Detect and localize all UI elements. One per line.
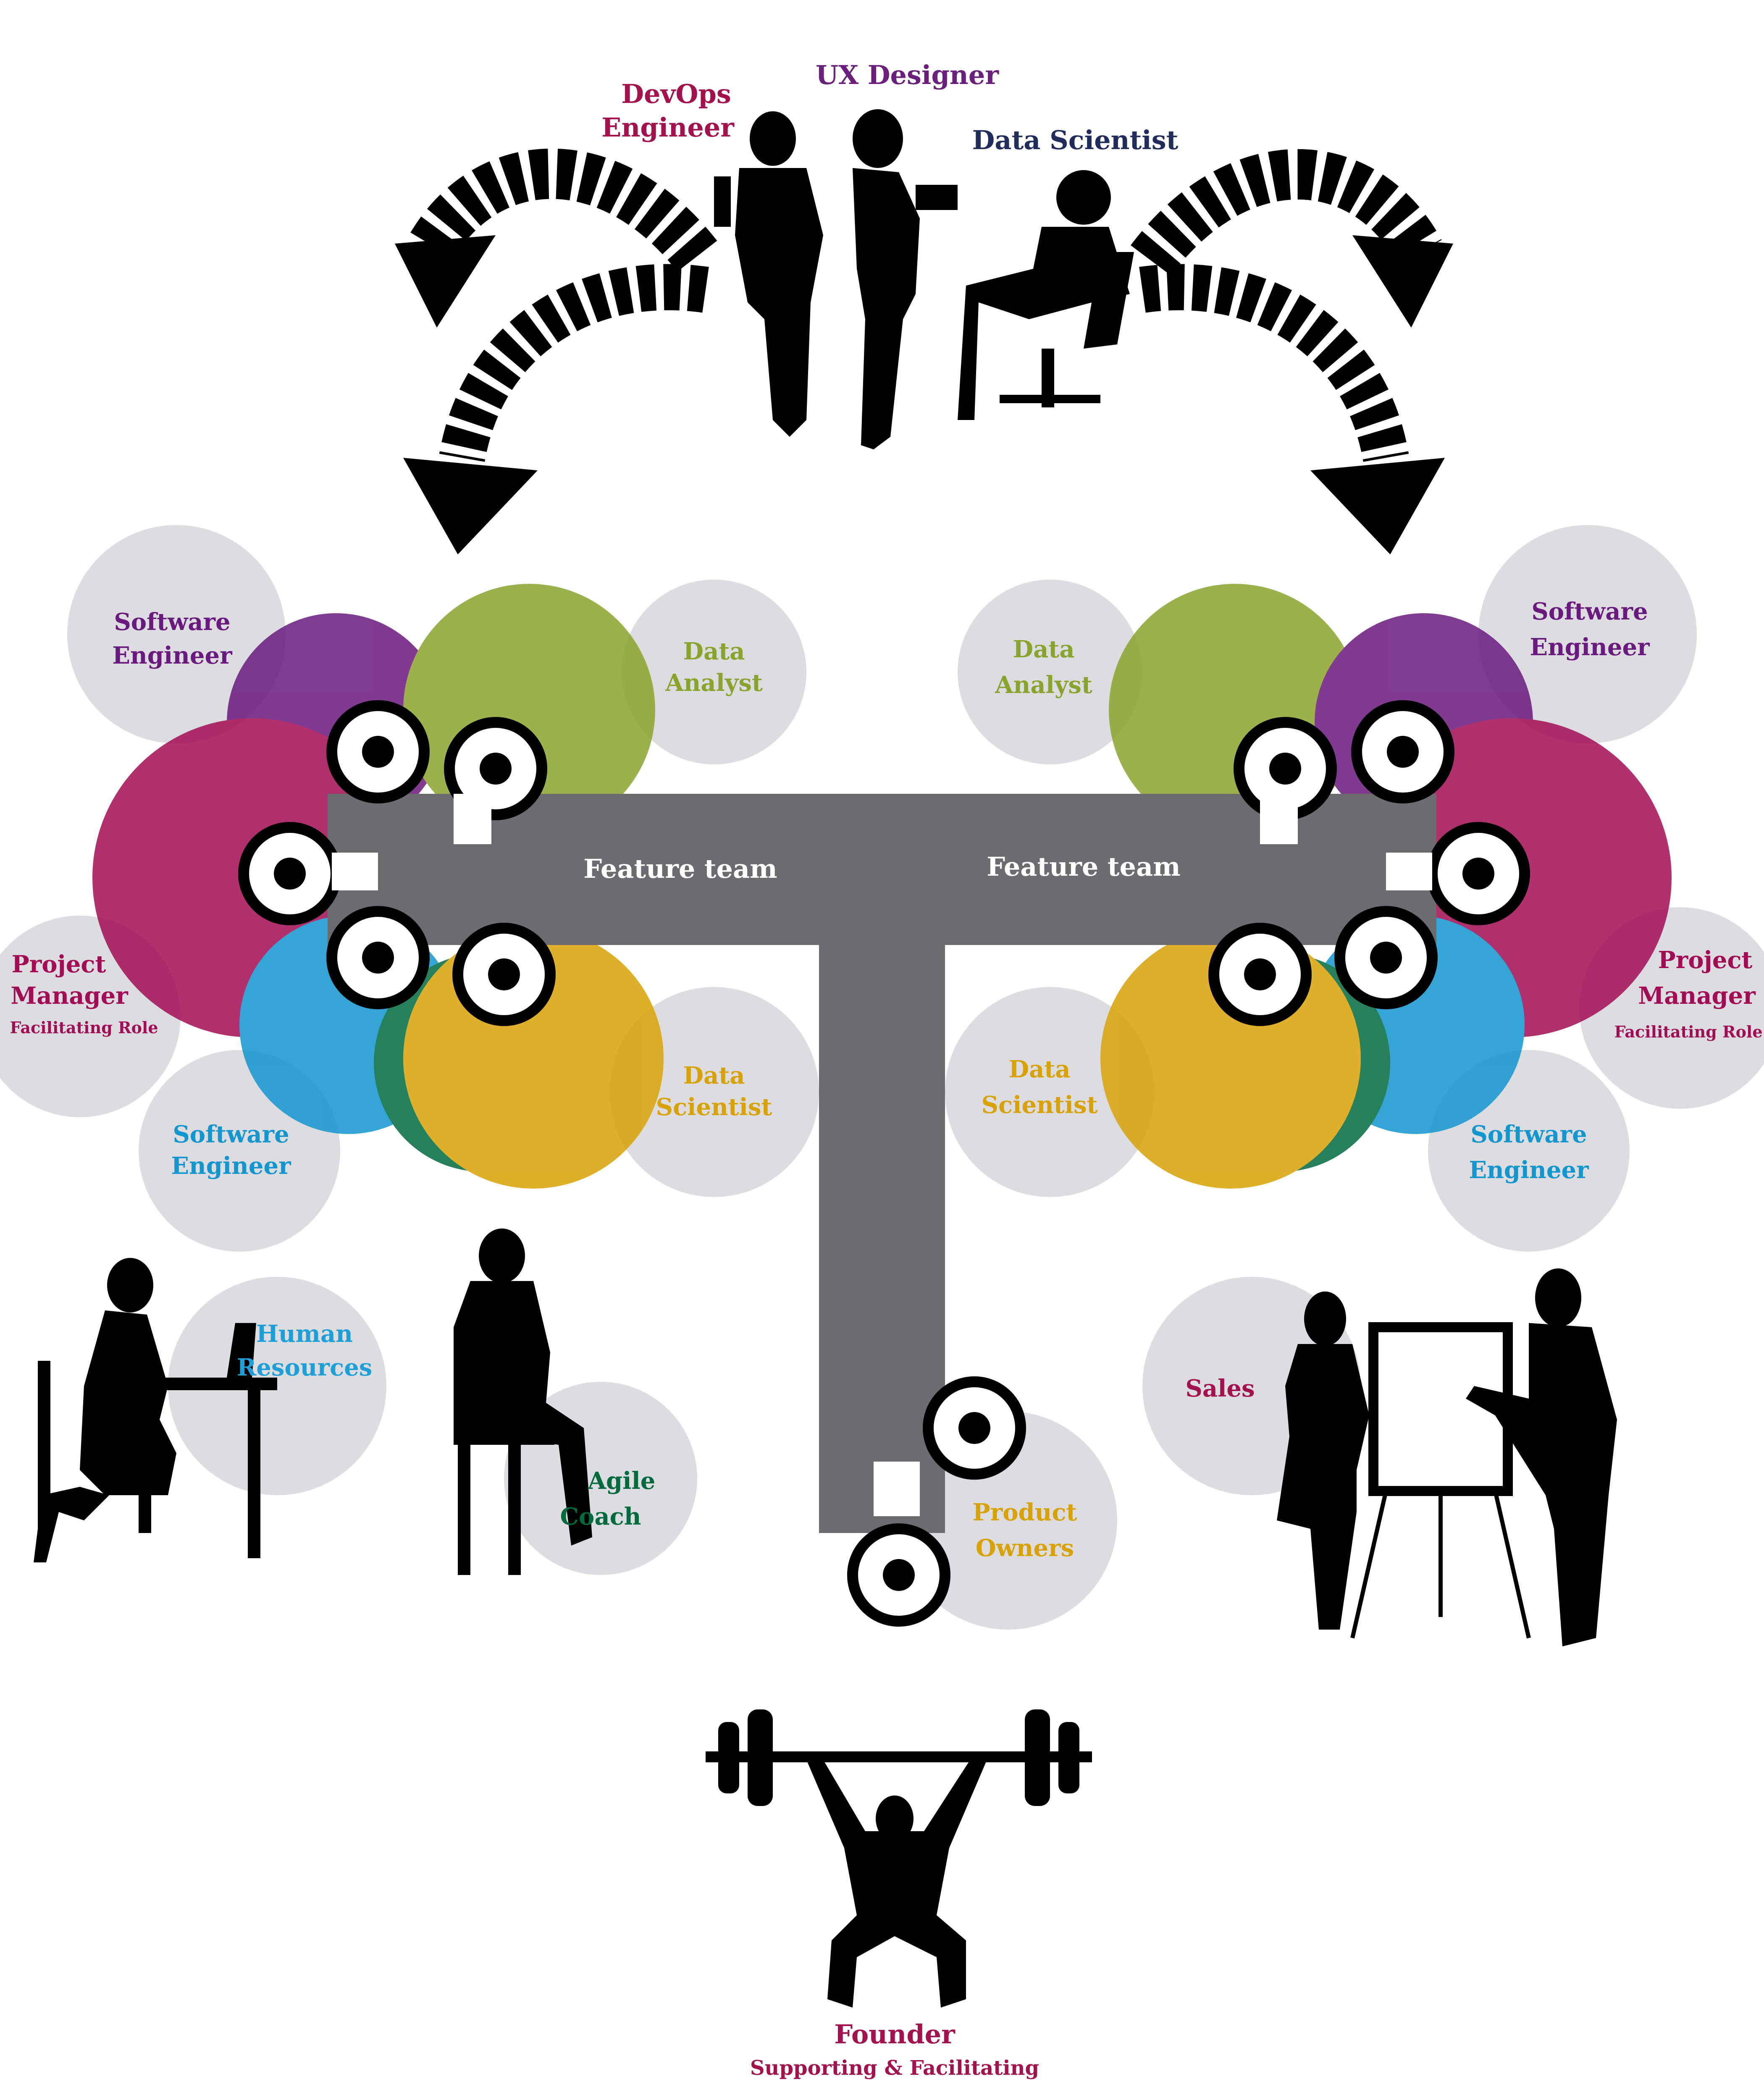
bubble-left-data-analyst <box>622 580 806 764</box>
label-right-software-bottom-1: Software <box>1470 1121 1587 1148</box>
bubble-right-data-analyst <box>958 580 1142 764</box>
table-top-bar <box>328 794 1436 945</box>
founder-weightlifter-icon <box>706 1709 1092 2008</box>
label-sales: Sales <box>1185 1375 1255 1402</box>
ux-person-icon <box>853 109 958 449</box>
label-left-data-analyst-1: Data <box>683 638 745 665</box>
top-people <box>714 109 1134 449</box>
seated-people <box>238 700 1530 1627</box>
label-left-data-analyst-2: Analyst <box>665 669 763 697</box>
label-right-software-bottom-2: Engineer <box>1469 1156 1589 1184</box>
label-left-data-scientist-2: Scientist <box>656 1093 772 1121</box>
sales-people-flipchart-icon <box>1277 1268 1617 1646</box>
label-left-software-top-1: Software <box>114 608 230 636</box>
arrow-left-outer-head-icon <box>395 235 496 328</box>
label-right-software-top-2: Engineer <box>1530 633 1650 661</box>
arrow-right-inner-head-icon <box>1310 458 1445 554</box>
label-right-software-top-1: Software <box>1531 598 1648 625</box>
label-right-pm-1: Project <box>1658 946 1753 974</box>
label-product-owners-1: Product <box>973 1499 1077 1526</box>
label-right-data-scientist-2: Scientist <box>982 1091 1098 1119</box>
label-product-owners-2: Owners <box>976 1534 1074 1562</box>
devops-person-icon <box>714 111 823 437</box>
data-scientist-seated-icon <box>958 170 1134 420</box>
label-left-software-top-2: Engineer <box>112 642 233 669</box>
bubble-left-software-top <box>67 525 286 743</box>
label-agile-coach-1: Agile <box>588 1467 656 1495</box>
arrow-right-inner-icon <box>1139 264 1409 462</box>
label-human-resources-1: Human <box>256 1320 353 1348</box>
label-left-pm-1: Project <box>12 950 106 978</box>
label-founder-role: Supporting & Facilitating <box>750 2056 1039 2080</box>
arrow-left-outer-icon <box>406 148 717 272</box>
label-left-software-bottom-1: Software <box>173 1121 289 1148</box>
label-right-data-analyst-1: Data <box>1013 635 1075 663</box>
label-right-data-scientist-1: Data <box>1009 1055 1071 1083</box>
bubble-right-software-top <box>1478 525 1697 743</box>
agile-coach-on-stool-icon <box>454 1228 592 1575</box>
label-right-pm-3: Facilitating Role <box>1614 1022 1762 1041</box>
hr-person-at-desk-icon <box>34 1258 277 1562</box>
label-human-resources-2: Resources <box>237 1354 373 1381</box>
label-right-pm-2: Manager <box>1638 982 1756 1010</box>
label-left-software-bottom-2: Engineer <box>171 1152 291 1180</box>
label-right-data-analyst-2: Analyst <box>995 671 1092 699</box>
right-seated-group <box>1208 700 1530 1026</box>
arrow-right-outer-head-icon <box>1352 235 1453 328</box>
label-data-scientist-top: Data Scientist <box>972 125 1179 155</box>
label-agile-coach-2: Coach <box>560 1503 641 1530</box>
label-left-pm-3: Facilitating Role <box>10 1018 158 1037</box>
product-owner-seated-group <box>847 1376 1026 1627</box>
arrow-right-outer-icon <box>1131 149 1442 276</box>
label-feature-team-right: Feature team <box>987 851 1181 882</box>
arrow-left-inner-icon <box>439 264 709 462</box>
label-devops-line2: Engineer <box>601 112 735 143</box>
label-devops-line1: DevOps <box>621 79 731 109</box>
arrow-left-inner-head-icon <box>403 458 538 554</box>
grey-bubbles <box>0 525 1764 1630</box>
label-ux-designer: UX Designer <box>816 60 999 90</box>
label-founder: Founder <box>834 2019 956 2050</box>
left-seated-group <box>238 700 556 1026</box>
label-left-pm-2: Manager <box>10 982 129 1010</box>
label-left-data-scientist-1: Data <box>683 1062 745 1089</box>
label-feature-team-left: Feature team <box>583 853 777 884</box>
top-arrows <box>395 148 1453 554</box>
